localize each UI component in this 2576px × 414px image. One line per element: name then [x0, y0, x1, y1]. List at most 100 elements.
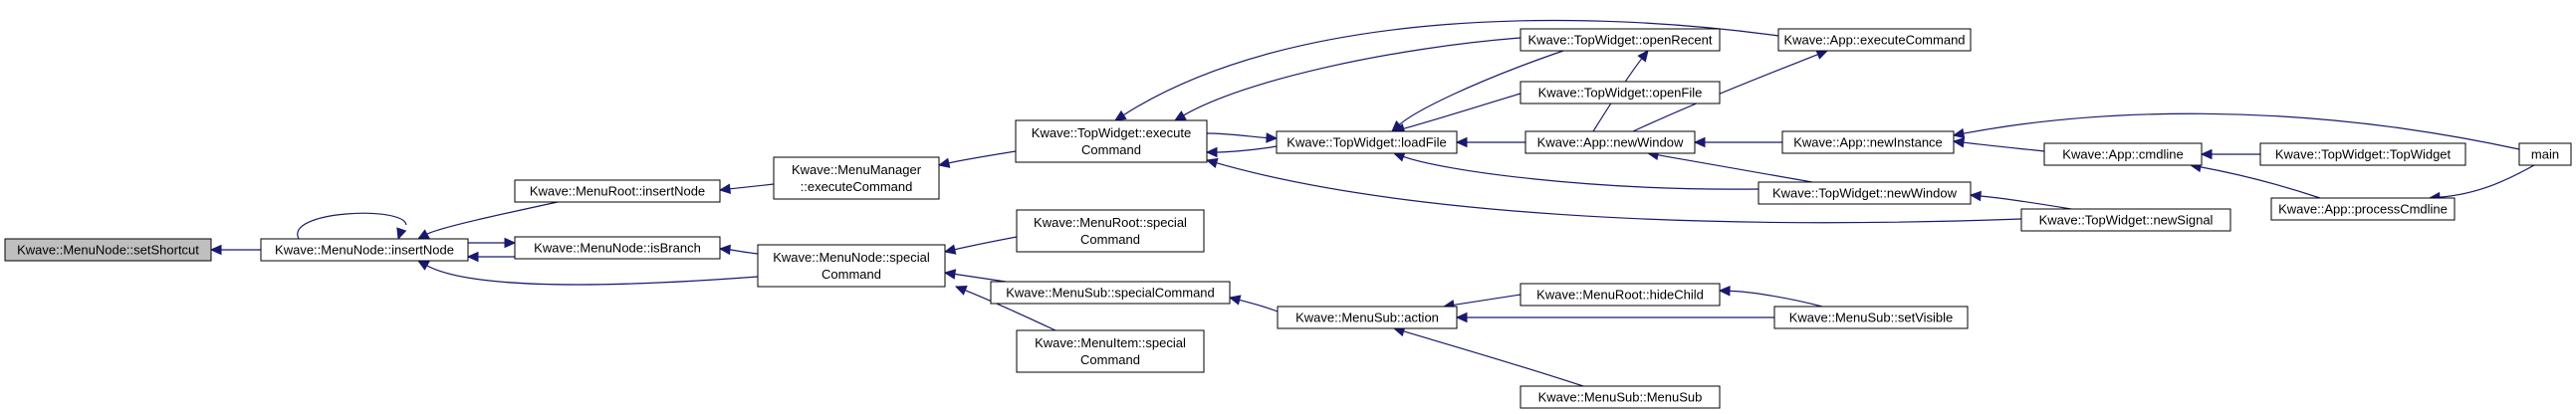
edge-twNewWindow-to-twLoadFile-line [1402, 155, 1759, 190]
node-box[interactable] [1757, 181, 1972, 205]
edge-appNewInstance-to-appNewWindow-arrowhead [1693, 136, 1706, 148]
node-appNewInstance[interactable]: Kwave::App::newInstance [1781, 130, 1955, 154]
node-box[interactable] [773, 156, 940, 200]
edge-appCmdline-to-appNewInstance [1952, 137, 2045, 152]
node-isBranch[interactable]: Kwave::MenuNode::isBranch [514, 236, 721, 260]
node-twLoadFile[interactable]: Kwave::TopWidget::loadFile [1276, 130, 1458, 154]
node-mrSpecial[interactable]: Kwave::MenuRoot::specialCommand [1016, 209, 1205, 253]
node-msSetVisible[interactable]: Kwave::MenuSub::setVisible [1773, 306, 1969, 329]
edge-insertNodeMN-to-setShortcut [209, 244, 261, 256]
node-box[interactable] [1777, 28, 1972, 52]
edge-insertNodeMN-to-setShortcut-arrowhead [209, 244, 222, 256]
node-box[interactable] [1524, 130, 1696, 154]
node-box[interactable] [1277, 306, 1458, 329]
edge-isBranch-to-insertNodeMN [466, 251, 516, 263]
node-mrHideChild[interactable]: Kwave::MenuRoot::hideChild [1520, 283, 1721, 307]
edge-insertNodeMN-to-insertNodeMN [297, 212, 407, 241]
node-label: Kwave::App::cmdline [2062, 147, 2183, 162]
edge-appNewWindow-to-twOpenRecent-arrowhead [1637, 50, 1649, 63]
node-insertNodeMR[interactable]: Kwave::MenuRoot::insertNode [514, 179, 721, 203]
node-box[interactable] [1520, 28, 1721, 52]
node-label: Kwave::MenuItem::special [1035, 335, 1186, 350]
node-twNewSignal[interactable]: Kwave::TopWidget::newSignal [2020, 208, 2231, 232]
node-twOpenFile[interactable]: Kwave::TopWidget::openFile [1520, 81, 1721, 104]
node-box[interactable] [1781, 130, 1955, 154]
node-label: Kwave::TopWidget::newWindow [1772, 186, 1958, 201]
node-box[interactable] [1520, 81, 1721, 104]
edge-insertNodeMR-to-insertNodeMN-line [425, 201, 559, 236]
node-box[interactable] [4, 238, 212, 262]
edge-msSetVisible-to-mrHideChild-arrowhead [1718, 286, 1731, 297]
edge-mnSpecial-to-insertNodeMN-line [425, 264, 759, 286]
node-box[interactable] [1520, 283, 1721, 307]
node-appExecute[interactable]: Kwave::App::executeCommand [1777, 28, 1972, 52]
node-box[interactable] [2259, 142, 2466, 166]
edge-twNewWindow-to-twLoadFile [1392, 151, 1759, 190]
edge-msMenuSub-to-msAction [1392, 325, 1584, 387]
node-box[interactable] [1015, 119, 1208, 163]
edge-mnSpecial-to-isBranch-arrowhead [718, 244, 731, 256]
node-miSpecial[interactable]: Kwave::MenuItem::specialCommand [1016, 329, 1205, 373]
edge-twNewSignal-to-twNewWindow-line [1979, 195, 2072, 210]
edge-mnSpecial-to-isBranch [718, 244, 759, 256]
edge-mnSpecial-to-insertNodeMN-arrowhead [416, 260, 430, 271]
node-twOpenRecent[interactable]: Kwave::TopWidget::openRecent [1520, 28, 1721, 52]
node-box[interactable] [2043, 142, 2203, 166]
node-label: Kwave::MenuNode::insertNode [275, 243, 454, 258]
node-label: Kwave::MenuSub::MenuSub [1538, 390, 1703, 405]
edge-twExecute-to-mmExecute [937, 150, 1017, 168]
node-mmExecute[interactable]: Kwave::MenuManager::executeCommand [773, 156, 940, 200]
node-setShortcut[interactable]: Kwave::MenuNode::setShortcut [4, 238, 212, 262]
edge-isBranch-to-insertNodeMN-arrowhead [466, 251, 479, 263]
node-label: main [2531, 147, 2559, 162]
node-box[interactable] [2518, 142, 2572, 166]
node-msAction[interactable]: Kwave::MenuSub::action [1277, 306, 1458, 329]
node-box[interactable] [1016, 209, 1205, 253]
node-appNewWindow[interactable]: Kwave::App::newWindow [1524, 130, 1696, 154]
call-graph-edges [209, 19, 2535, 387]
edge-miSpecial-to-mnSpecial [954, 286, 1056, 331]
node-mnSpecial[interactable]: Kwave::MenuNode::specialCommand [757, 244, 946, 288]
edge-mrHideChild-to-msAction-line [1452, 294, 1522, 307]
node-msMenuSub[interactable]: Kwave::MenuSub::MenuSub [1520, 385, 1721, 409]
node-box[interactable] [990, 281, 1231, 305]
edge-mmExecute-to-insertNodeMR [718, 183, 775, 195]
edge-mmExecute-to-insertNodeMR-line [728, 183, 775, 190]
node-appProcessCmdline[interactable]: Kwave::App::processCmdline [2270, 197, 2456, 221]
node-label: Kwave::MenuNode::isBranch [534, 241, 701, 256]
node-box[interactable] [1016, 329, 1205, 373]
edge-appProcessCmdline-to-appCmdline [2189, 161, 2321, 199]
node-insertNodeMN[interactable]: Kwave::MenuNode::insertNode [260, 238, 469, 262]
node-twTopWidget[interactable]: Kwave::TopWidget::TopWidget [2259, 142, 2466, 166]
node-appCmdline[interactable]: Kwave::App::cmdline [2043, 142, 2203, 166]
node-label: Kwave::TopWidget::openFile [1538, 86, 1703, 101]
node-twExecute[interactable]: Kwave::TopWidget::executeCommand [1015, 119, 1208, 163]
node-box[interactable] [1520, 385, 1721, 409]
node-box[interactable] [260, 238, 469, 262]
edge-twNewSignal-to-twExecute [1205, 157, 2022, 224]
edge-twExecute-to-twLoadFile-line [1206, 132, 1269, 139]
node-box[interactable] [514, 236, 721, 260]
edge-insertNodeMN-to-isBranch [468, 237, 517, 249]
edge-main-to-appProcessCmdline-line [2438, 164, 2535, 198]
edge-twLoadFile-to-twExecute-arrowhead [1205, 146, 1218, 158]
edge-appProcessCmdline-to-appCmdline-line [2199, 166, 2321, 199]
node-box[interactable] [757, 244, 946, 288]
node-label: Kwave::TopWidget::newSignal [2039, 213, 2214, 228]
node-twNewWindow[interactable]: Kwave::TopWidget::newWindow [1757, 181, 1972, 205]
node-box[interactable] [2270, 197, 2456, 221]
edge-appCmdline-to-appNewInstance-arrowhead [1952, 137, 1966, 148]
node-box[interactable] [514, 179, 721, 203]
node-box[interactable] [1773, 306, 1969, 329]
node-main[interactable]: main [2518, 142, 2572, 166]
node-label: Command [1080, 232, 1140, 247]
edge-msAction-to-msSpecial-line [1238, 299, 1279, 312]
edge-twOpenRecent-to-twExecute-line [1182, 37, 1522, 116]
node-box[interactable] [1276, 130, 1458, 154]
node-box[interactable] [2020, 208, 2231, 232]
edge-twLoadFile-to-twExecute [1205, 145, 1278, 158]
edge-appNewWindow-to-appExecute-line [1632, 53, 1819, 132]
node-msSpecial[interactable]: Kwave::MenuSub::specialCommand [990, 281, 1231, 305]
edge-msSetVisible-to-msAction-arrowhead [1455, 311, 1468, 323]
node-label: Kwave::App::newInstance [1793, 135, 1943, 150]
